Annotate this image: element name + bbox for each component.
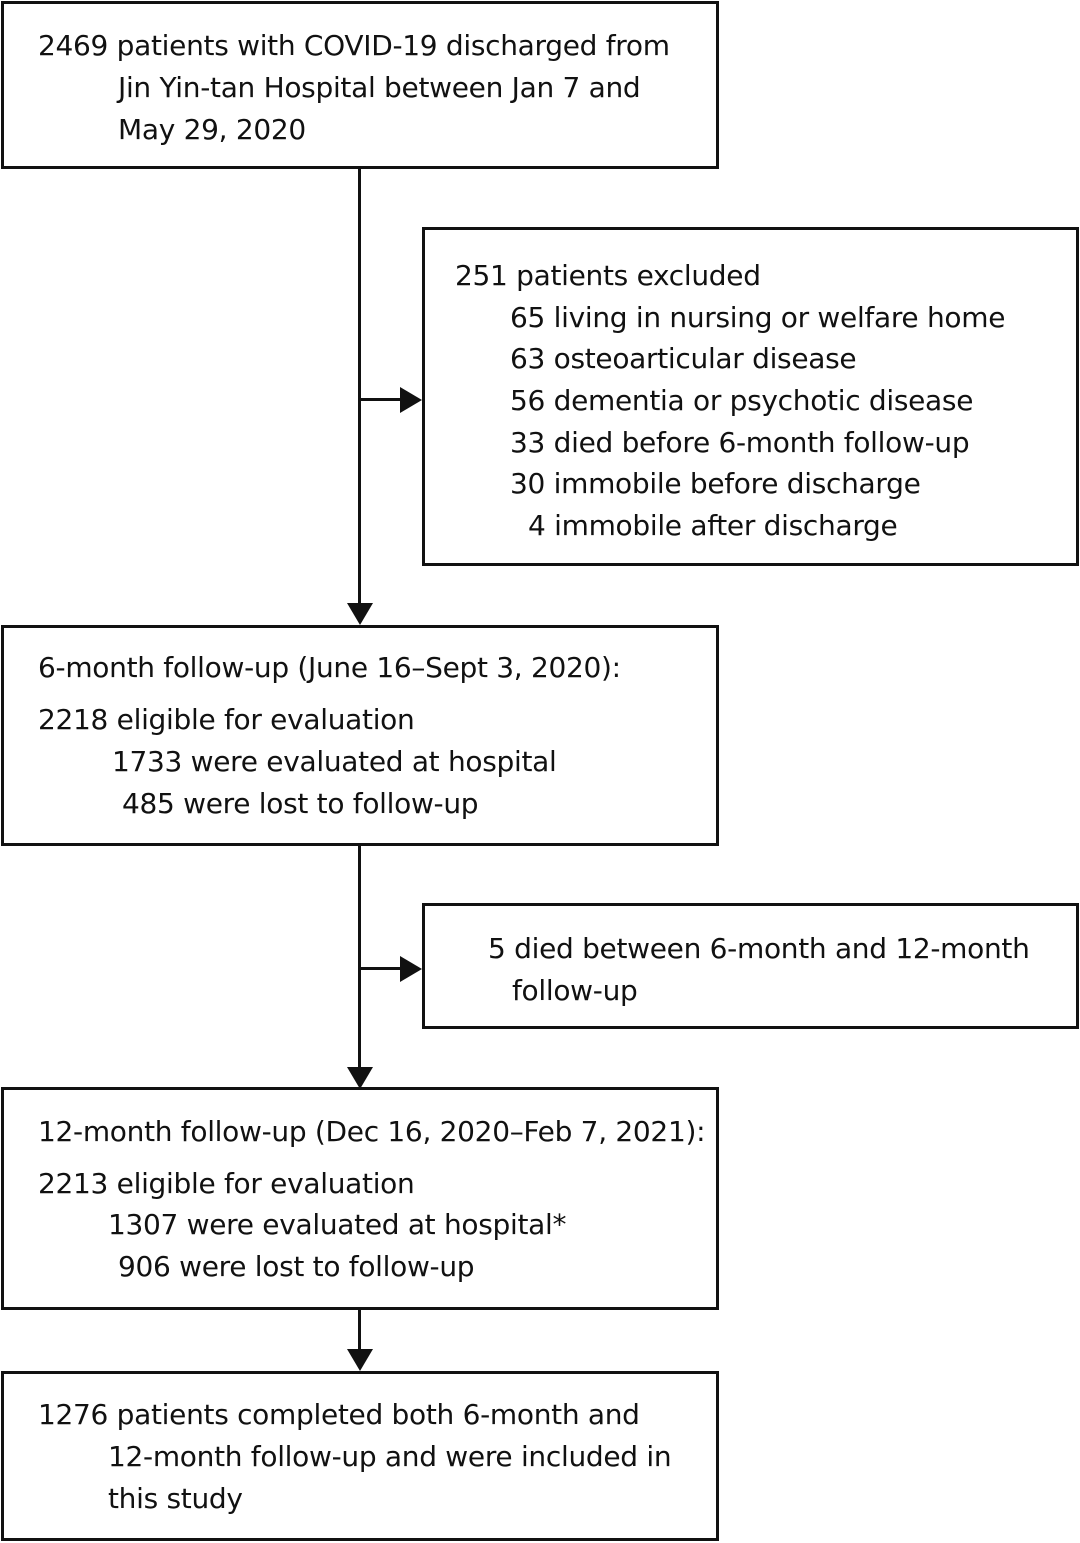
arrow-to-six-month [347,603,373,625]
enrolled-line-3: May 29, 2020 [118,113,306,146]
twelve-month-follow-up-box: 12-month follow-up (Dec 16, 2020–Feb 7, … [1,1087,719,1310]
arrow-to-died [400,956,422,982]
included-line-3: this study [108,1482,243,1515]
died-line-2: follow-up [512,974,638,1007]
connector-twelve-to-included [358,1309,361,1350]
six-month-title: 6-month follow-up (June 16–Sept 3, 2020)… [38,651,621,684]
connector-enrolled-to-six-month [358,167,361,603]
died-line-1: 5 died between 6-month and 12-month [488,932,1030,965]
twelve-month-eligible: 2213 eligible for evaluation [38,1167,415,1200]
twelve-month-evaluated: 1307 were evaluated at hospital* [108,1208,567,1241]
enrolled-line-2: Jin Yin-tan Hospital between Jan 7 and [118,71,641,104]
enrolled-patients-box: 2469 patients with COVID-19 discharged f… [1,1,719,169]
arrow-to-twelve-month [347,1067,373,1089]
included-patients-box: 1276 patients completed both 6-month and… [1,1371,719,1541]
six-month-follow-up-box: 6-month follow-up (June 16–Sept 3, 2020)… [1,625,719,846]
excluded-reason-immobile-after: 4 immobile after discharge [528,509,898,542]
six-month-lost: 485 were lost to follow-up [122,787,479,820]
connector-to-excluded [359,398,401,401]
died-between-follow-ups-box: 5 died between 6-month and 12-month foll… [422,903,1079,1029]
six-month-eligible: 2218 eligible for evaluation [38,703,415,736]
twelve-month-lost: 906 were lost to follow-up [118,1250,475,1283]
excluded-patients-box: 251 patients excluded 65 living in nursi… [422,227,1079,566]
included-line-1: 1276 patients completed both 6-month and [38,1398,640,1431]
excluded-total: 251 patients excluded [455,259,761,292]
arrow-to-excluded [400,387,422,413]
included-line-2: 12-month follow-up and were included in [108,1440,672,1473]
excluded-reason-died: 33 died before 6-month follow-up [510,426,970,459]
arrow-to-included [347,1349,373,1371]
excluded-reason-nursing-home: 65 living in nursing or welfare home [510,301,1006,334]
connector-to-died [359,967,401,970]
connector-six-to-twelve-month [358,845,361,1067]
excluded-reason-dementia: 56 dementia or psychotic disease [510,384,974,417]
enrolled-line-1: 2469 patients with COVID-19 discharged f… [38,29,670,62]
excluded-reason-immobile-before: 30 immobile before discharge [510,467,921,500]
six-month-evaluated: 1733 were evaluated at hospital [112,745,557,778]
twelve-month-title: 12-month follow-up (Dec 16, 2020–Feb 7, … [38,1115,706,1148]
excluded-reason-osteoarticular: 63 osteoarticular disease [510,342,857,375]
